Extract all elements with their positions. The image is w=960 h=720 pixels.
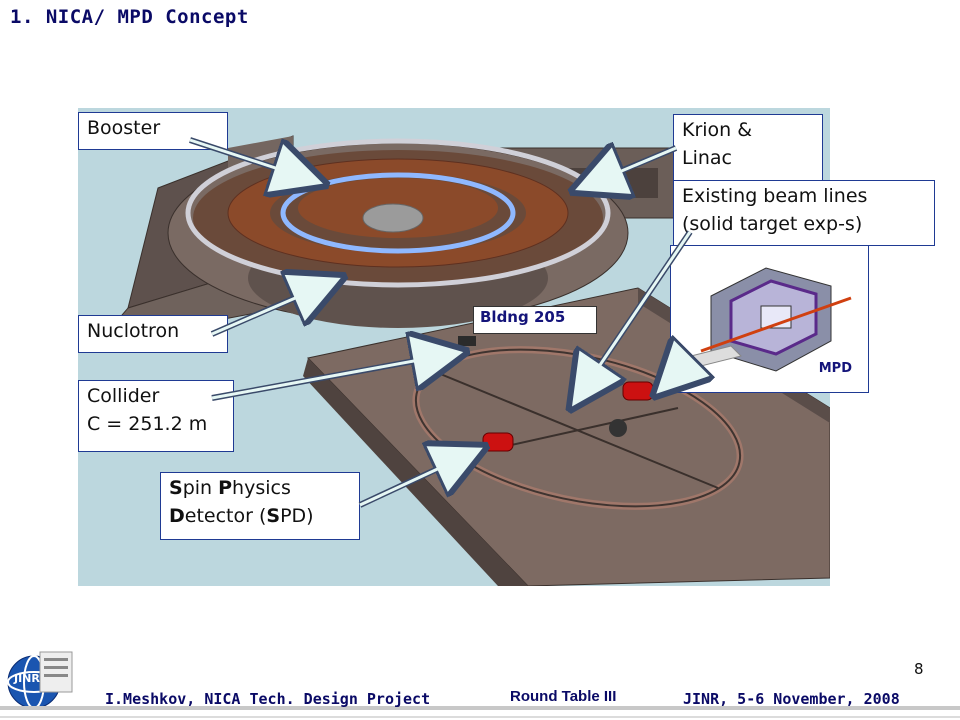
mpd-magnet bbox=[622, 381, 654, 401]
footer-divider bbox=[0, 706, 960, 710]
booster-label: Booster bbox=[78, 112, 228, 150]
building-205-label: Bldng 205 bbox=[473, 306, 597, 334]
footer-divider-lower bbox=[0, 716, 960, 718]
mpd-detector-illustration bbox=[690, 267, 852, 372]
mpd-inset-image: MPD bbox=[670, 245, 869, 393]
page-number: 8 bbox=[914, 660, 924, 678]
mpd-caption: MPD bbox=[818, 361, 852, 376]
booster-ring bbox=[280, 172, 516, 254]
krion-linac-label: Krion &Linac bbox=[673, 114, 823, 182]
footer-event: Round Table III bbox=[510, 688, 617, 705]
existing-beam-lines-label: Existing beam lines(solid target exp-s) bbox=[673, 180, 935, 246]
slide-title: 1. NICA/ MPD Concept bbox=[10, 6, 249, 28]
footer-author: I.Meshkov, NICA Tech. Design Project bbox=[105, 690, 431, 708]
spd-magnet bbox=[482, 432, 514, 452]
footer-venue: JINR, 5-6 November, 2008 bbox=[683, 690, 900, 708]
nuclotron-label: Nuclotron bbox=[78, 315, 228, 353]
jinr-logo-icon bbox=[7, 651, 73, 709]
nuclotron-ring bbox=[185, 138, 611, 288]
jinr-logo-text: JINR bbox=[14, 672, 40, 685]
